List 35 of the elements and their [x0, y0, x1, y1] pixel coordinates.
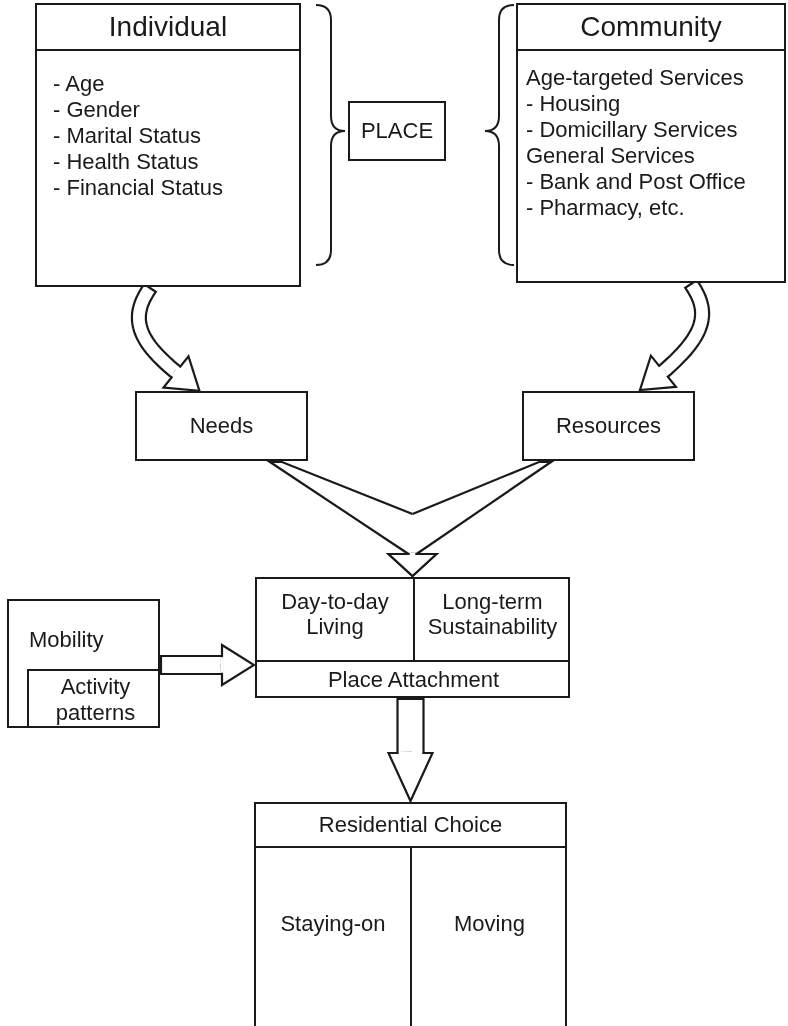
box-label: Needs	[189, 413, 254, 439]
box-label: Place Attachment	[327, 667, 500, 693]
box-label: Day-to-day Living	[280, 589, 390, 640]
process-box	[135, 391, 308, 461]
list-item: - Bank and Post Office	[526, 169, 747, 195]
list-item: General Services	[526, 143, 696, 169]
container-box	[255, 577, 570, 698]
category-box	[35, 3, 301, 287]
box-heading: Residential Choice	[256, 804, 565, 848]
container-box	[254, 802, 567, 1026]
list-item: - Financial Status	[53, 175, 224, 201]
list-item: - Health Status	[53, 149, 200, 175]
process-box	[348, 101, 446, 161]
box-label: Activity patterns	[54, 674, 137, 725]
box-label: Moving	[454, 911, 525, 937]
list-item: Age-targeted Services	[526, 65, 745, 91]
list-item: - Gender	[53, 97, 141, 123]
box-heading: Individual	[37, 5, 299, 51]
process-box	[7, 599, 160, 728]
block-arrow	[386, 697, 435, 803]
list-item: - Age	[53, 71, 106, 97]
list-item: - Housing	[526, 91, 622, 117]
process-box	[522, 391, 695, 461]
box-label: Mobility	[29, 627, 104, 653]
block-arrow	[159, 643, 256, 687]
list-item: - Pharmacy, etc.	[526, 195, 686, 221]
box-label: Long-term Sustainability	[426, 589, 559, 640]
category-box	[516, 3, 786, 283]
box-label: Staying-on	[280, 911, 386, 937]
list-item: - Domicillary Services	[526, 117, 739, 143]
list-item: - Marital Status	[53, 123, 202, 149]
box-label: Resources	[555, 413, 662, 439]
block-arrow	[386, 460, 555, 578]
box-label: PLACE	[360, 118, 434, 144]
box-heading: Community	[518, 5, 784, 51]
